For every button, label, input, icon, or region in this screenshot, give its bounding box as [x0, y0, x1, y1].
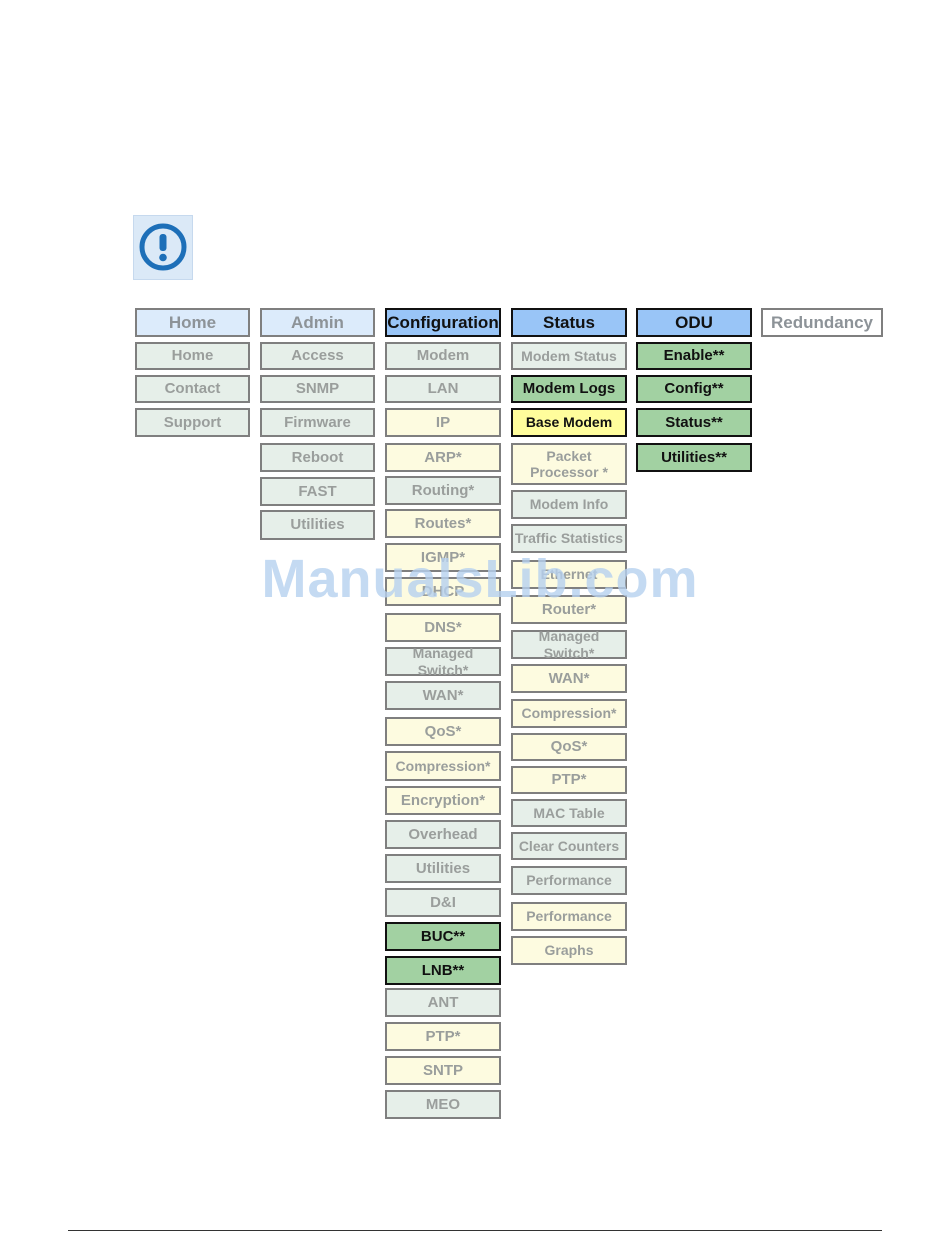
odu-item-utilities: Utilities**	[636, 443, 752, 472]
admin-item-access: Access	[260, 342, 375, 370]
menu-header-configuration: Configuration	[385, 308, 501, 337]
menu-header-admin: Admin	[260, 308, 375, 337]
status-item-performance: Performance	[511, 866, 627, 895]
config-item-encryption: Encryption*	[385, 786, 501, 815]
menu-header-home: Home	[135, 308, 250, 337]
status-item-graphs: Graphs	[511, 936, 627, 965]
status-item-ptp: PTP*	[511, 766, 627, 794]
status-item-modem-logs: Modem Logs	[511, 375, 627, 403]
admin-item-snmp: SNMP	[260, 375, 375, 403]
status-item-compression: Compression*	[511, 699, 627, 728]
config-item-overhead: Overhead	[385, 820, 501, 849]
config-item-modem: Modem	[385, 342, 501, 370]
odu-item-config: Config**	[636, 375, 752, 403]
exclamation-circle-icon	[133, 215, 193, 280]
config-item-qos: QoS*	[385, 717, 501, 746]
config-item-ip: IP	[385, 408, 501, 437]
home-item-home: Home	[135, 342, 250, 370]
status-item-performance-2: Performance	[511, 902, 627, 931]
status-item-packet-processor: Packet Processor *	[511, 443, 627, 485]
status-item-ethernet: Ethernet	[511, 560, 627, 589]
status-item-wan: WAN*	[511, 664, 627, 693]
admin-item-reboot: Reboot	[260, 443, 375, 472]
menu-header-redundancy: Redundancy	[761, 308, 883, 337]
config-item-dns: DNS*	[385, 613, 501, 642]
config-item-sntp: SNTP	[385, 1056, 501, 1085]
status-item-qos: QoS*	[511, 733, 627, 761]
config-item-buc: BUC**	[385, 922, 501, 951]
status-item-mac-table: MAC Table	[511, 799, 627, 827]
config-item-managed-switch: Managed Switch*	[385, 645, 501, 678]
status-item-managed-switch: Managed Switch*	[511, 628, 627, 661]
config-item-utilities: Utilities	[385, 854, 501, 883]
config-item-dhcp: DHCP	[385, 577, 501, 606]
status-item-clear-counters: Clear Counters	[511, 832, 627, 860]
status-item-modem-status: Modem Status	[511, 342, 627, 370]
menu-header-status: Status	[511, 308, 627, 337]
home-item-support: Support	[135, 408, 250, 437]
config-item-routing: Routing*	[385, 476, 501, 505]
status-item-traffic-statistics: Traffic Statistics	[511, 524, 627, 553]
home-item-contact: Contact	[135, 375, 250, 403]
footer-rule	[68, 1230, 882, 1231]
config-item-lan: LAN	[385, 375, 501, 403]
admin-item-fast: FAST	[260, 477, 375, 506]
config-item-di: D&I	[385, 888, 501, 917]
odu-item-status: Status**	[636, 408, 752, 437]
config-item-arp: ARP*	[385, 443, 501, 472]
config-item-wan: WAN*	[385, 681, 501, 710]
config-item-compression: Compression*	[385, 751, 501, 781]
admin-item-firmware: Firmware	[260, 408, 375, 437]
status-item-router: Router*	[511, 595, 627, 624]
config-item-meo: MEO	[385, 1090, 501, 1119]
config-item-ant: ANT	[385, 988, 501, 1017]
config-item-igmp: IGMP*	[385, 543, 501, 572]
odu-item-enable: Enable**	[636, 342, 752, 370]
config-item-lnb: LNB**	[385, 956, 501, 985]
admin-item-utilities: Utilities	[260, 510, 375, 540]
menu-header-odu: ODU	[636, 308, 752, 337]
status-item-modem-info: Modem Info	[511, 490, 627, 519]
config-item-ptp: PTP*	[385, 1022, 501, 1051]
status-item-base-modem: Base Modem	[511, 408, 627, 437]
config-item-routes: Routes*	[385, 509, 501, 538]
